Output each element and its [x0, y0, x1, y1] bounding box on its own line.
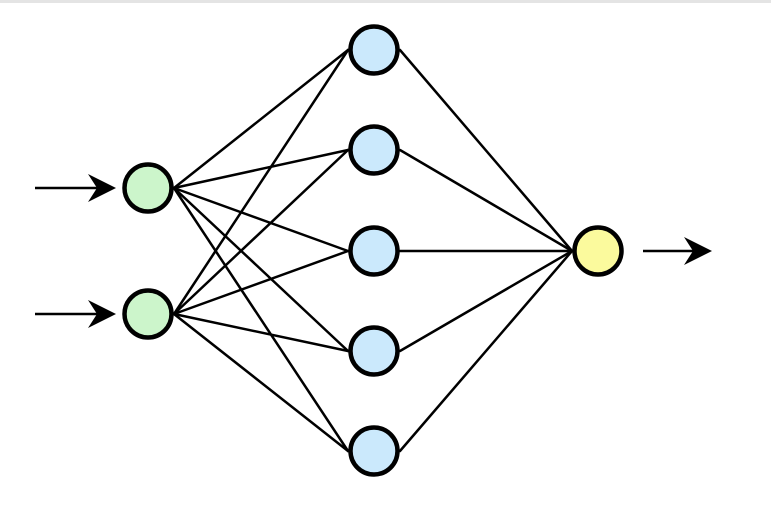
input-2-node: [122, 288, 174, 340]
edge-input-2-hidden-4: [172, 312, 350, 353]
window-top-edge: [0, 0, 771, 3]
input-1-node: [122, 162, 174, 214]
input-arrow-1-head-icon: [88, 174, 116, 202]
edge-hidden-4-output-1: [398, 249, 574, 353]
output-arrow-head-icon: [684, 237, 712, 265]
output-1-node: [572, 225, 624, 277]
hidden-5-node: [348, 425, 400, 477]
hidden-2-node: [348, 124, 400, 176]
edges: [172, 48, 574, 453]
edge-input-2-hidden-5: [172, 312, 350, 453]
edge-input-2-hidden-1: [172, 48, 350, 316]
hidden-1-node: [348, 24, 400, 76]
edge-input-1-hidden-1: [172, 48, 350, 190]
input-arrow-2: [35, 300, 116, 328]
edge-input-1-hidden-5: [172, 186, 350, 453]
edge-input-2-hidden-3: [172, 249, 350, 316]
edge-input-1-hidden-2: [172, 148, 350, 190]
edge-input-2-hidden-2: [172, 148, 350, 316]
edge-input-1-hidden-4: [172, 186, 350, 353]
hidden-3-node: [348, 225, 400, 277]
arrows: [35, 174, 712, 328]
edge-input-1-hidden-3: [172, 186, 350, 253]
edge-hidden-5-output-1: [398, 249, 574, 453]
edge-hidden-2-output-1: [398, 148, 574, 253]
edge-hidden-1-output-1: [398, 48, 574, 253]
input-arrow-2-head-icon: [88, 300, 116, 328]
input-arrow-1: [35, 174, 116, 202]
hidden-4-node: [348, 325, 400, 377]
nodes: [122, 24, 624, 477]
output-arrow: [643, 237, 712, 265]
